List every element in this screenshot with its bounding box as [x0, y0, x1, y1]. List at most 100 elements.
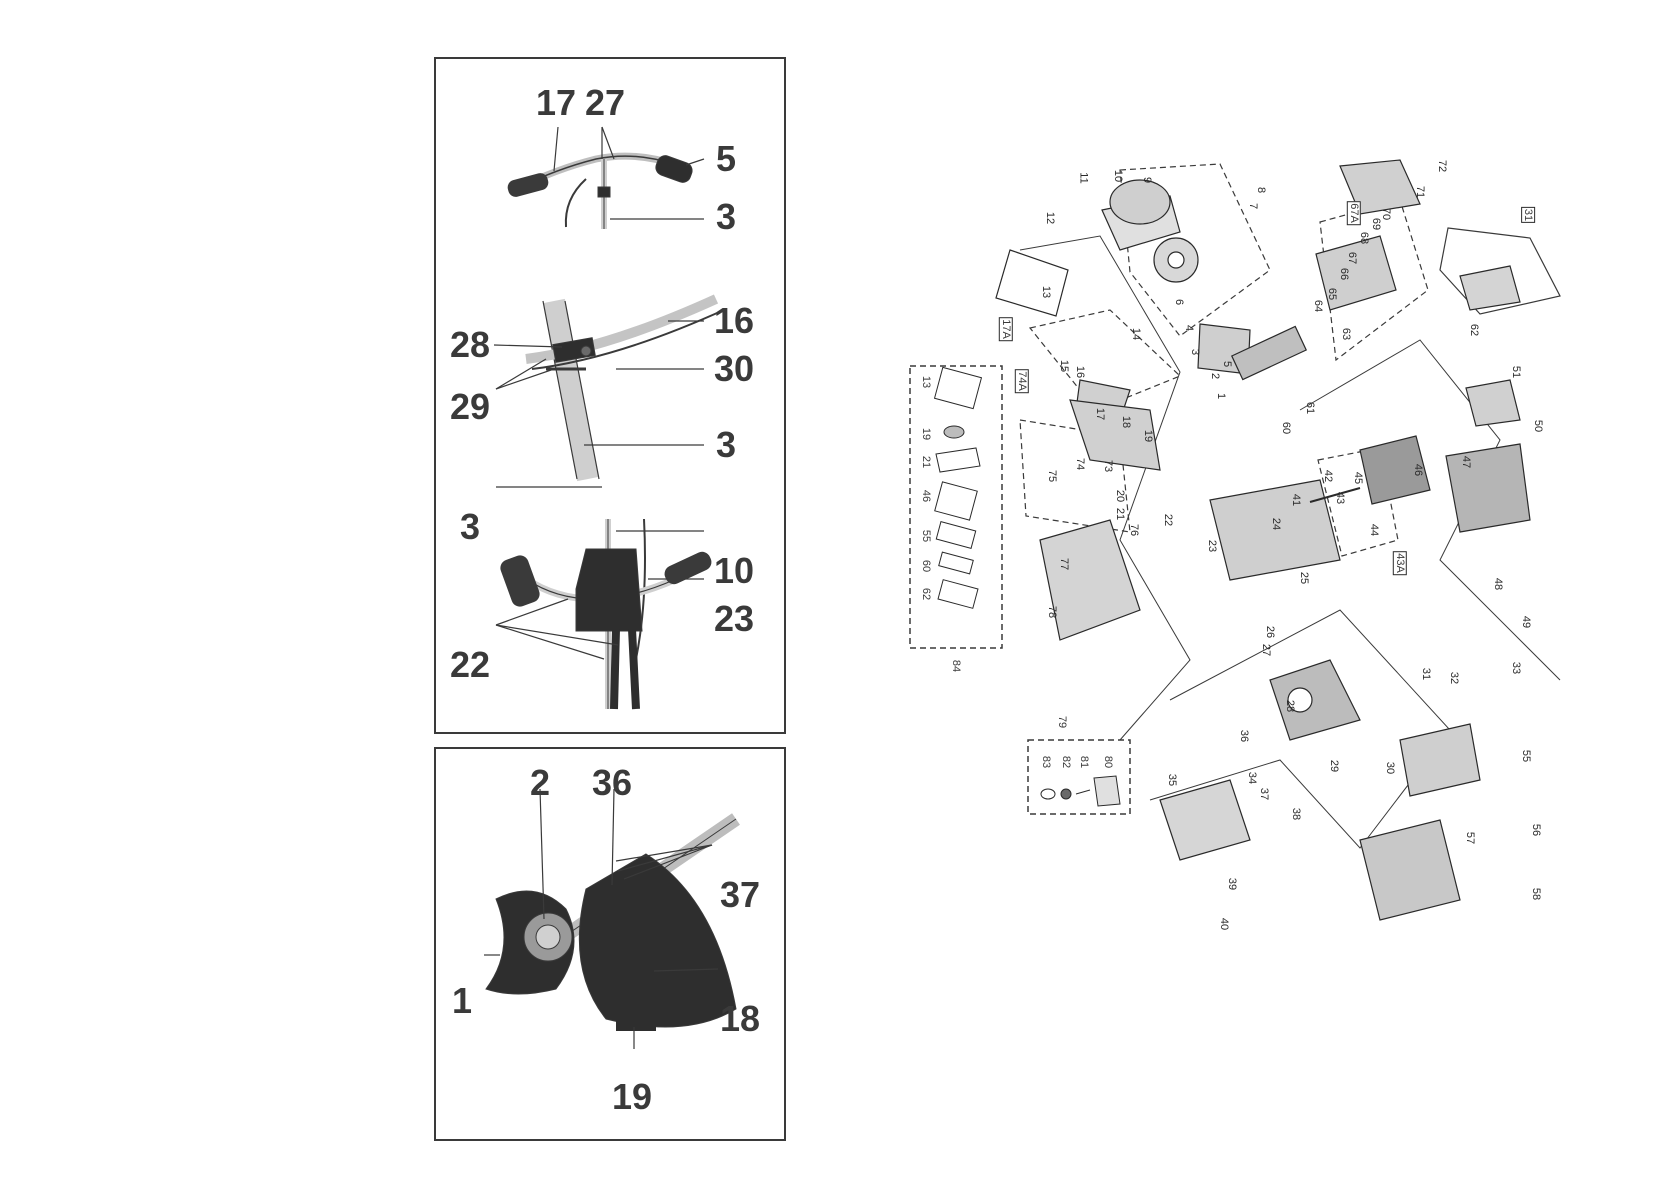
- part-label-43: 43: [1334, 491, 1347, 505]
- kit-79-part-82: 82: [1060, 755, 1073, 769]
- box-label-67A: 67A: [1346, 201, 1361, 225]
- box-label-17A: 17A: [998, 317, 1013, 341]
- handle-assembly-panel: 17 27 5 3 16 28 30 29 3 3 10 23 22: [434, 57, 786, 734]
- part-label-7: 7: [1247, 202, 1260, 210]
- part-label-15: 15: [1058, 359, 1071, 373]
- cutting-head-illustration: [484, 788, 740, 1049]
- part-label-13: 13: [1040, 285, 1053, 299]
- part-label-10: 10: [1112, 169, 1125, 183]
- part-label-9: 9: [1141, 176, 1154, 184]
- assembly-outline-2: [1149, 609, 1451, 849]
- part-label-67: 67: [1346, 251, 1359, 265]
- kit-84-part-55: 55: [920, 529, 933, 543]
- part-label-2: 2: [1209, 372, 1222, 380]
- part-label-26: 26: [1264, 625, 1277, 639]
- part-label-48: 48: [1492, 577, 1505, 591]
- part-label-42: 42: [1322, 469, 1335, 483]
- kit-84-contents: [933, 366, 983, 609]
- callout-17: 17: [536, 82, 577, 123]
- cutting-head-panel: 2 36 37 1 18 19: [434, 747, 786, 1141]
- part-label-61: 61: [1304, 401, 1317, 415]
- part-label-74: 74: [1074, 457, 1087, 471]
- exploded-diagram-svg: [909, 159, 1561, 921]
- box-label-31: 31: [1521, 206, 1536, 224]
- part-label-72: 72: [1436, 159, 1449, 173]
- kit-84-part-46: 46: [920, 489, 933, 503]
- part-label-60: 60: [1280, 421, 1293, 435]
- part-label-22: 22: [1162, 513, 1175, 527]
- part-label-76: 76: [1128, 523, 1141, 537]
- callout-22: 22: [450, 644, 491, 685]
- kit-74a-box: [1019, 419, 1131, 533]
- part-label-38: 38: [1290, 807, 1303, 821]
- part-label-41: 41: [1290, 493, 1303, 507]
- part-label-3: 3: [1189, 348, 1202, 356]
- callout-29: 29: [450, 386, 491, 427]
- kit-84-part-19: 19: [920, 427, 933, 441]
- exploded-engine-diagram: [880, 140, 1660, 1020]
- part-label-33: 33: [1510, 661, 1523, 675]
- part-label-58: 58: [1530, 887, 1543, 901]
- part-label-5: 5: [1221, 360, 1234, 368]
- part-label-6: 6: [1173, 298, 1186, 306]
- callout-18: 18: [720, 998, 761, 1039]
- part-label-18: 18: [1120, 415, 1133, 429]
- kit-79-part-80: 80: [1102, 755, 1115, 769]
- part-label-25: 25: [1298, 571, 1311, 585]
- callout-5: 5: [716, 138, 737, 179]
- part-label-66: 66: [1338, 267, 1351, 281]
- part-label-50: 50: [1532, 419, 1545, 433]
- kit-43a-box: [1317, 447, 1399, 557]
- callout-27: 27: [585, 82, 626, 123]
- callout-16: 16: [714, 300, 755, 341]
- assembly-outline-3: [1299, 339, 1561, 681]
- part-label-75: 75: [1046, 469, 1059, 483]
- part-label-21: 21: [1114, 507, 1127, 521]
- part-label-4: 4: [1183, 324, 1196, 332]
- kit-79-box: [1027, 739, 1131, 815]
- part-label-32: 32: [1448, 671, 1461, 685]
- part-label-23: 23: [1206, 539, 1219, 553]
- part-label-71: 71: [1414, 185, 1427, 199]
- callout-3-bottom: 3: [460, 506, 481, 547]
- part-label-68: 68: [1358, 231, 1371, 245]
- part-label-63: 63: [1340, 327, 1353, 341]
- part-label-19: 19: [1142, 429, 1155, 443]
- part-label-56: 56: [1530, 823, 1543, 837]
- part-label-51: 51: [1510, 365, 1523, 379]
- part-label-17: 17: [1094, 407, 1107, 421]
- callout-1: 1: [452, 980, 473, 1021]
- part-label-1: 1: [1215, 392, 1228, 400]
- kit-84-box: [909, 365, 1003, 649]
- part-label-12: 12: [1044, 211, 1057, 225]
- part-label-45: 45: [1352, 471, 1365, 485]
- kit-79-label: 79: [1056, 715, 1069, 729]
- part-label-73: 73: [1102, 459, 1115, 473]
- kit-84-part-60: 60: [920, 559, 933, 573]
- part-label-65: 65: [1326, 287, 1339, 301]
- part-label-47: 47: [1460, 455, 1473, 469]
- part-label-11: 11: [1077, 172, 1090, 184]
- kit-84-part-13: 13: [920, 375, 933, 389]
- part-label-78: 78: [1046, 605, 1059, 619]
- part-shapes: [995, 159, 1531, 921]
- part-label-29: 29: [1328, 759, 1341, 773]
- part-label-36: 36: [1238, 729, 1251, 743]
- part-label-27: 27: [1260, 643, 1273, 657]
- part-label-35: 35: [1166, 773, 1179, 787]
- handle-assembly-illustration: [493, 126, 727, 710]
- kit-9-box: [1119, 163, 1271, 337]
- callout-2: 2: [530, 762, 551, 803]
- box-label-74A: 74A: [1014, 369, 1029, 393]
- kit-17a-box: [1028, 309, 1182, 411]
- part-label-28: 28: [1284, 699, 1297, 713]
- kit-84-part-62: 62: [920, 587, 933, 601]
- part-label-40: 40: [1218, 917, 1231, 931]
- part-label-44: 44: [1368, 523, 1381, 537]
- part-label-49: 49: [1520, 615, 1533, 629]
- handle-clamp-view: [493, 294, 727, 482]
- callout-30: 30: [714, 348, 755, 389]
- kit-84-part-21: 21: [920, 455, 933, 469]
- cutting-head-drawing: [484, 788, 740, 1049]
- kit-84-label: 84: [950, 659, 963, 673]
